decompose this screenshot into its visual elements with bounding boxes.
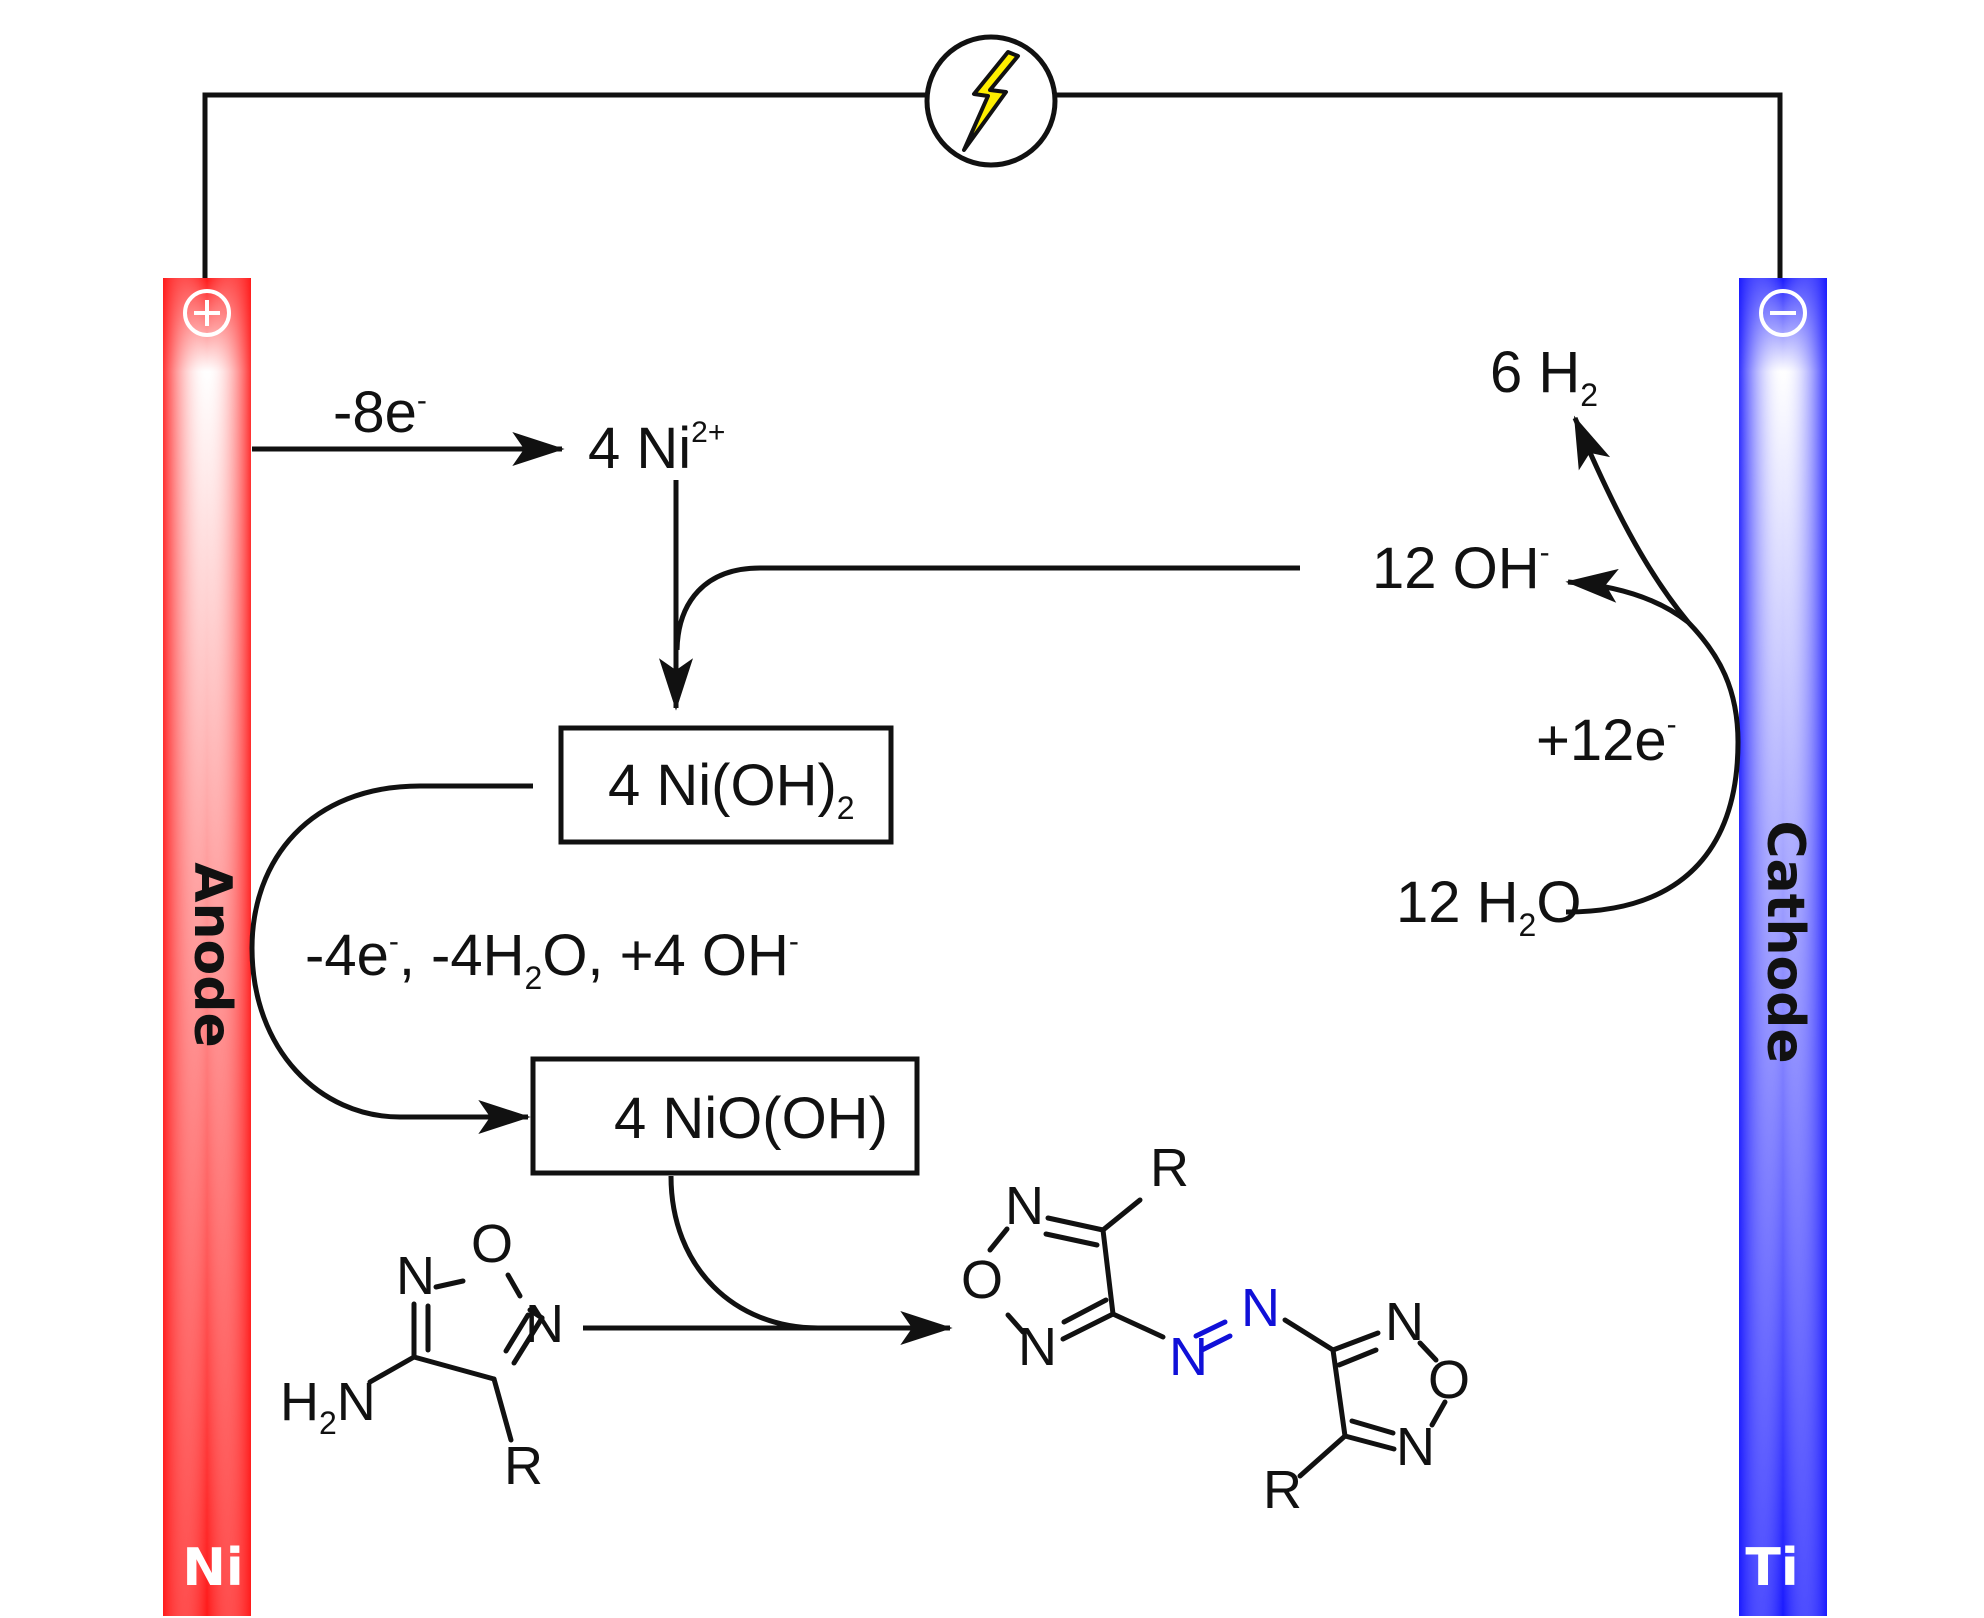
hydrogen-release-arrow	[1572, 415, 1690, 624]
circuit-wire	[202, 92, 1783, 280]
product-azo-n1: N	[1169, 1327, 1208, 1387]
anode-metal: Ni	[182, 1538, 243, 1598]
nioh2-box	[558, 725, 894, 845]
anode-electrode: Anode Ni	[163, 278, 251, 1616]
cathode-electrode: Cathode Ti	[1739, 278, 1827, 1616]
cathode-label: Cathode	[1755, 820, 1815, 1063]
water-label: 12 H2O	[1396, 870, 1581, 943]
hydroxide-feed-curve	[674, 565, 1300, 651]
product-ring2-r: R	[1263, 1460, 1302, 1520]
ni-ion-label: 4 Ni2+	[588, 416, 725, 481]
cathode-metal: Ti	[1745, 1538, 1798, 1598]
product-ring2-n-bot: N	[1396, 1417, 1435, 1477]
product-molecule: N O N R N N N O N R	[961, 1138, 1470, 1520]
hydroxide-oxidation-arrow	[249, 783, 533, 1134]
reactant-o: O	[471, 1214, 513, 1274]
product-ring2-n-top: N	[1385, 1292, 1424, 1352]
plus-sign-icon	[183, 289, 231, 337]
product-ring1-r: R	[1150, 1138, 1189, 1198]
water-reduction-curve	[1565, 620, 1741, 915]
product-ring2-o: O	[1428, 1350, 1470, 1410]
reactant-n1: N	[396, 1246, 435, 1306]
reactant-r: R	[504, 1436, 543, 1496]
niooh-consumption-curve	[668, 1175, 819, 1331]
reactant-n2: N	[525, 1294, 564, 1354]
nioh2-label: 4 Ni(OH)2	[608, 753, 855, 826]
reactant-nh2: H2N	[280, 1372, 376, 1441]
oxidation-step-label: -4e-, -4H2O, +4 OH-	[305, 923, 799, 996]
hydroxide-release-arrow	[1565, 568, 1690, 624]
product-ring1-n-bot: N	[1018, 1317, 1057, 1377]
electron-loss-8-label: -8e-	[333, 380, 427, 445]
hydrogen-label: 6 H2	[1490, 340, 1598, 413]
product-ring1-n-top: N	[1005, 1176, 1044, 1236]
hydroxide-label: 12 OH-	[1372, 536, 1550, 601]
niooh-label: 4 NiO(OH)	[614, 1086, 888, 1151]
reactant-molecule: N O N H2N R	[280, 1214, 564, 1496]
lightning-bolt-icon	[962, 50, 1020, 152]
anode-label: Anode	[182, 862, 242, 1047]
niooh-box	[530, 1056, 920, 1176]
product-azo-n2: N	[1241, 1278, 1280, 1338]
electron-gain-label: +12e-	[1536, 708, 1677, 773]
product-ring1-o: O	[961, 1250, 1003, 1310]
power-source	[924, 34, 1058, 168]
minus-sign-icon	[1759, 289, 1807, 337]
